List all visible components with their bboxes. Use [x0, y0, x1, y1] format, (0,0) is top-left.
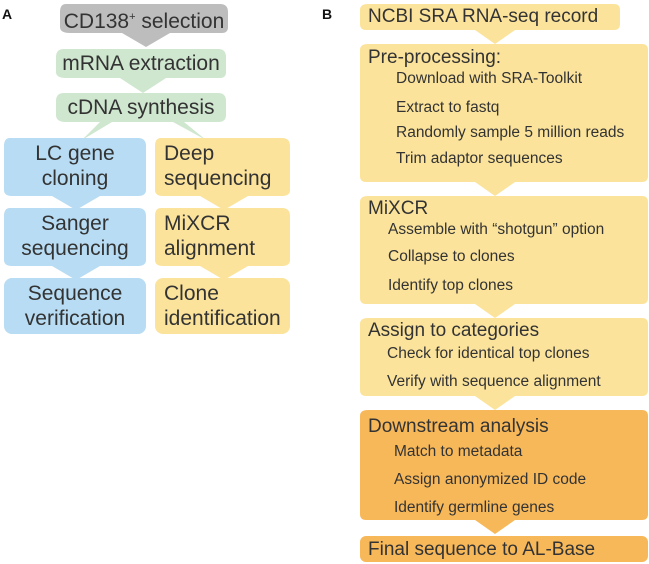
deep-line-1: Deep — [164, 142, 215, 165]
clone-identification: Clone identification — [164, 281, 290, 331]
downstream-item: Match to metadata — [394, 443, 523, 460]
ncbi-record: NCBI SRA RNA-seq record — [368, 6, 599, 27]
mixcr-align-line-1: MiXCR — [164, 212, 231, 235]
ncbi-shape — [360, 4, 620, 44]
cd138-superscript: + — [129, 11, 136, 23]
lc-gene-line-2: cloning — [41, 167, 109, 190]
sequence-verification: Sequence verification — [4, 281, 146, 331]
sequence-verification-shape — [4, 278, 146, 334]
lc-gene-shape — [4, 138, 146, 210]
seq-verif-line-1: Sequence — [27, 282, 123, 305]
final-shape — [360, 536, 648, 562]
mixcr-item: Identify top clones — [388, 277, 513, 294]
cd138-selection-text: selection — [135, 10, 225, 33]
seq-verif-line-2: verification — [24, 307, 126, 330]
downstream-item: Assign anonymized ID code — [394, 471, 587, 488]
downstream-title: Downstream analysis — [368, 416, 549, 437]
cd138-text: CD138 — [63, 10, 130, 33]
clone-line-2: identification — [164, 307, 281, 330]
assign-item: Check for identical top clones — [387, 345, 590, 362]
downstream-item: Identify germline genes — [394, 499, 555, 516]
mrna-extraction: mRNA extraction — [62, 52, 220, 75]
assign-item: Verify with sequence alignment — [387, 373, 601, 390]
clone-identification-shape — [155, 278, 290, 334]
assign-title: Assign to categories — [368, 320, 540, 341]
preprocessing-title: Pre-processing: — [368, 47, 502, 68]
deep-seq-shape — [155, 138, 290, 210]
cdna-synthesis: cDNA synthesis — [67, 96, 215, 119]
clone-line-1: Clone — [164, 282, 219, 305]
deep-line-2: sequencing — [164, 167, 272, 190]
preprocessing-item: Extract to fastq — [396, 99, 500, 116]
mixcr-item: Collapse to clones — [388, 248, 515, 265]
mixcr-align-line-2: alignment — [164, 237, 256, 260]
sanger-sequencing: Sanger sequencing — [4, 211, 146, 261]
mixcr-align-shape — [155, 208, 290, 280]
final-sequence: Final sequence to AL-Base — [368, 539, 596, 560]
panel-b-label: B — [322, 6, 333, 22]
cd138-shape — [60, 4, 228, 47]
preprocessing-shape — [360, 44, 648, 196]
lc-gene-cloning: LC gene cloning — [4, 141, 146, 191]
preprocessing-item: Trim adaptor sequences — [396, 150, 563, 167]
sanger-line-2: sequencing — [21, 237, 129, 260]
cdna-shape — [56, 93, 226, 140]
mixcr-alignment: MiXCR alignment — [164, 211, 288, 261]
mixcr-shape — [360, 196, 648, 318]
mrna-shape — [56, 49, 226, 93]
preprocessing-item: Download with SRA-Toolkit — [396, 70, 583, 87]
lc-gene-line-1: LC gene — [35, 142, 115, 165]
cd138-selection: CD138+ selection — [60, 5, 228, 34]
deep-sequencing: Deep sequencing — [164, 141, 288, 191]
mixcr-item: Assemble with “shotgun” option — [388, 221, 605, 238]
assign-shape — [360, 318, 648, 410]
mixcr-title: MiXCR — [368, 198, 429, 219]
sanger-line-1: Sanger — [41, 212, 109, 235]
panel-a-label: A — [2, 6, 13, 22]
preprocessing-item: Randomly sample 5 million reads — [396, 124, 625, 141]
downstream-shape — [360, 410, 648, 534]
sanger-shape — [4, 208, 146, 280]
